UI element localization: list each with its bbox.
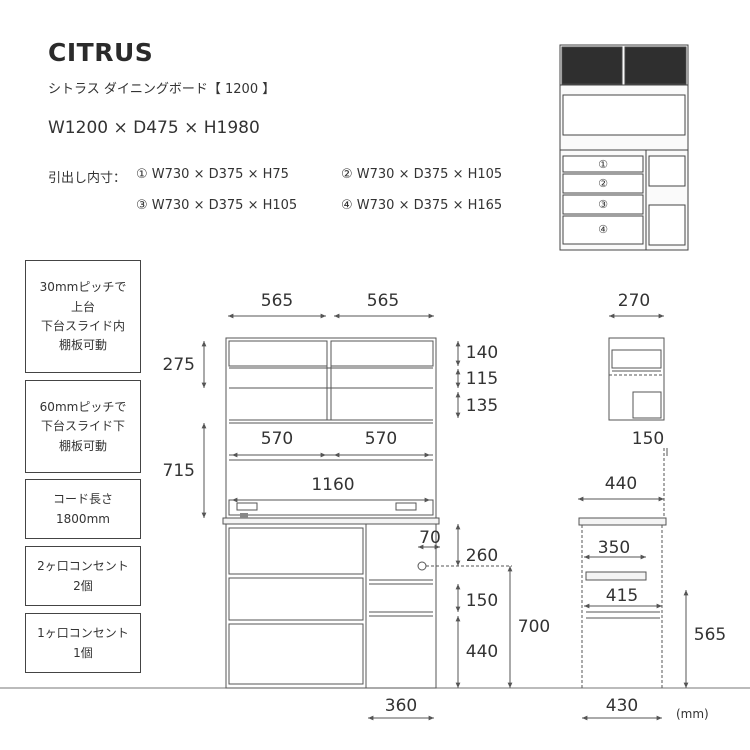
- dim-lower-150: 150: [466, 591, 498, 611]
- unit-label: (mm): [676, 707, 709, 721]
- dim-top-right: 565: [367, 291, 399, 311]
- side-view-cabinet: [578, 337, 667, 688]
- note-text: 1800mm: [56, 511, 110, 526]
- product-title: CITRUS: [48, 38, 154, 67]
- thumb-marker-1: ①: [598, 158, 608, 171]
- thumb-marker-3: ③: [598, 198, 608, 211]
- note-text: 2ヶ口コンセント: [37, 559, 129, 574]
- dim-side-shelf-150: 150: [632, 429, 664, 449]
- dim-upper-open: 715: [163, 461, 195, 481]
- dim-right-width: 360: [385, 696, 417, 716]
- note-text: 棚板可動: [58, 338, 107, 353]
- thumb-marker-4: ④: [598, 223, 608, 236]
- thumbnail-cabinet: [559, 44, 689, 251]
- overall-dimensions: W1200 × D475 × H1980: [48, 118, 260, 138]
- note-text: 下台スライド下: [40, 419, 125, 434]
- note-text: 30mmピッチで: [39, 280, 127, 295]
- outlet-2-left: [236, 502, 258, 511]
- outlet-1: [240, 513, 248, 518]
- product-subtitle: シトラス ダイニングボード【 1200 】: [48, 82, 276, 97]
- note-text: 60mmピッチで: [39, 399, 127, 414]
- drawer-size-3: ③ W730 × D375 × H105: [136, 198, 298, 213]
- dim-shelf-140: 140: [466, 343, 498, 363]
- dim-lower-440: 440: [466, 642, 498, 662]
- note-text: 1ヶ口コンセント: [37, 626, 129, 641]
- note-box-shelf-pitch-lower: 60mmピッチで 下台スライド下 棚板可動: [25, 380, 141, 473]
- drawer-size-2: ② W730 × D375 × H105: [341, 167, 503, 182]
- dim-counter-width: 1160: [311, 475, 354, 495]
- dim-side-slide-350: 350: [598, 538, 630, 558]
- note-text: 下台スライド内: [40, 319, 125, 333]
- dim-lower-total: 700: [518, 617, 550, 637]
- note-box-cord-length: コード長さ 1800mm: [25, 479, 141, 539]
- dim-top-left: 565: [261, 291, 293, 311]
- outlet-2-right: [395, 502, 417, 511]
- note-box-shelf-pitch-upper: 30mmピッチで 上台 下台スライド内 棚板可動: [25, 260, 141, 373]
- dim-shelf-135: 135: [466, 396, 498, 416]
- drawer-size-label: 引出し内寸：: [48, 171, 127, 186]
- note-text: 1個: [73, 645, 93, 660]
- dim-side-slide-415: 415: [606, 586, 638, 606]
- dim-side-top-depth: 270: [618, 291, 650, 311]
- dim-width-570-right: 570: [365, 429, 397, 449]
- note-text: 棚板可動: [58, 438, 107, 453]
- thumb-marker-2: ②: [598, 177, 608, 190]
- drawer-size-1: ① W730 × D375 × H75: [136, 167, 289, 182]
- note-text: 上台: [70, 299, 95, 314]
- note-box-outlet-1: 1ヶ口コンセント 1個: [25, 613, 141, 673]
- cord-reel: [417, 561, 427, 571]
- dim-side-lower-height: 565: [694, 625, 726, 645]
- dim-shelf-115: 115: [466, 369, 498, 389]
- note-box-outlet-2: 2ヶ口コンセント 2個: [25, 546, 141, 606]
- drawer-size-4: ④ W730 × D375 × H165: [341, 198, 503, 213]
- note-text: コード長さ: [52, 492, 113, 507]
- dim-upper-shelf: 275: [163, 355, 195, 375]
- dim-lower-260: 260: [466, 546, 498, 566]
- dim-outlet-offset: 70: [419, 528, 441, 548]
- note-text: 2個: [73, 578, 93, 593]
- dim-side-counter-depth: 440: [605, 474, 637, 494]
- dim-side-bottom-depth: 430: [606, 696, 638, 716]
- front-view-cabinet: [222, 337, 440, 689]
- dim-width-570-left: 570: [261, 429, 293, 449]
